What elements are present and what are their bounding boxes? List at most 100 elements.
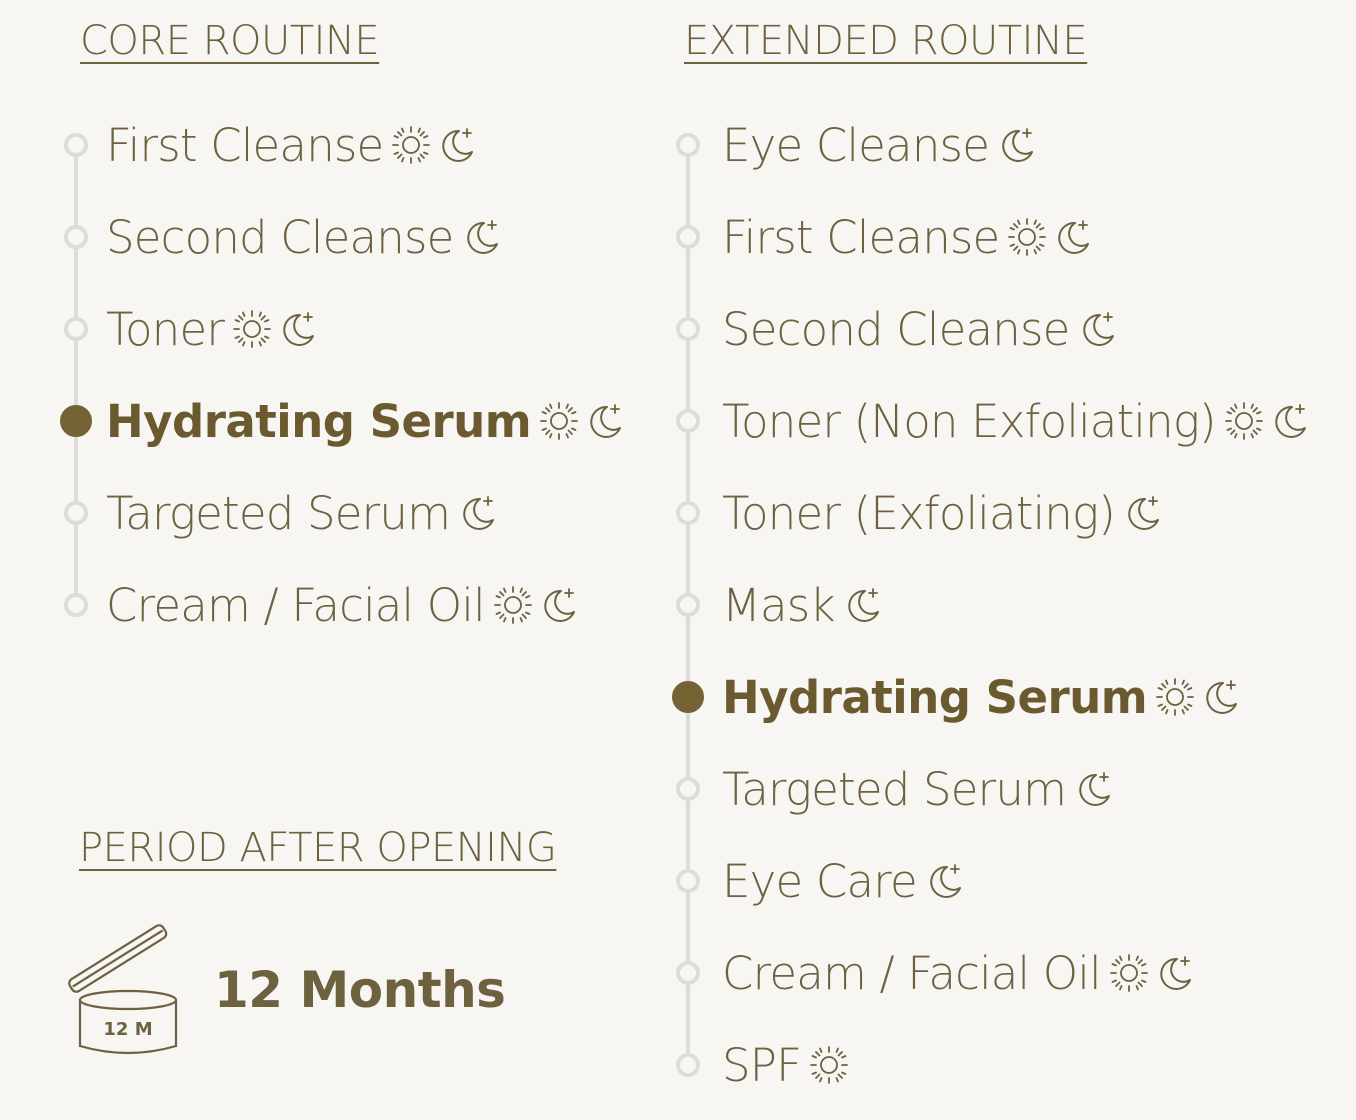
moon-icon xyxy=(278,309,318,349)
step-marker-active xyxy=(60,405,92,437)
core-step[interactable]: Hydrating Serum xyxy=(60,391,625,451)
core-step[interactable]: Second Cleanse xyxy=(60,207,502,267)
step-marker xyxy=(676,133,700,157)
time-of-day-icons xyxy=(809,1045,849,1085)
step-label: Mask xyxy=(722,578,836,632)
moon-icon xyxy=(437,125,477,165)
step-marker xyxy=(676,961,700,985)
time-of-day-icons xyxy=(458,493,498,533)
step-label: Targeted Serum xyxy=(106,486,451,540)
core-step[interactable]: Targeted Serum xyxy=(60,483,498,543)
extended-routine-title: EXTENDED ROUTINE xyxy=(684,18,1088,64)
step-label: Second Cleanse xyxy=(722,302,1070,356)
time-of-day-icons xyxy=(843,585,883,625)
step-label: Eye Cleanse xyxy=(722,118,990,172)
extended-step[interactable]: SPF xyxy=(672,1035,849,1095)
extended-step[interactable]: Targeted Serum xyxy=(672,759,1114,819)
core-routine-rail xyxy=(74,145,78,605)
step-marker xyxy=(64,593,88,617)
step-marker xyxy=(64,501,88,525)
time-of-day-icons xyxy=(1224,401,1310,441)
step-marker xyxy=(676,317,700,341)
step-label: Hydrating Serum xyxy=(722,670,1148,724)
time-of-day-icons xyxy=(1155,677,1241,717)
time-of-day-icons xyxy=(925,861,965,901)
step-label: First Cleanse xyxy=(106,118,384,172)
step-marker xyxy=(64,225,88,249)
step-label: Toner xyxy=(106,302,225,356)
time-of-day-icons xyxy=(462,217,502,257)
moon-icon xyxy=(925,861,965,901)
open-jar-icon: 12 M xyxy=(66,920,186,1060)
extended-step[interactable]: Eye Cleanse xyxy=(672,115,1037,175)
step-marker xyxy=(64,317,88,341)
extended-step[interactable]: Toner (Non Exfoliating) xyxy=(672,391,1310,451)
step-label: Cream / Facial Oil xyxy=(106,578,486,632)
extended-step[interactable]: Second Cleanse xyxy=(672,299,1118,359)
sun-icon xyxy=(232,309,272,349)
step-marker xyxy=(676,593,700,617)
time-of-day-icons xyxy=(997,125,1037,165)
moon-icon xyxy=(1053,217,1093,257)
core-step[interactable]: First Cleanse xyxy=(60,115,477,175)
sun-icon xyxy=(391,125,431,165)
step-label: Toner (Non Exfoliating) xyxy=(722,394,1217,448)
time-of-day-icons xyxy=(493,585,579,625)
time-of-day-icons xyxy=(1074,769,1114,809)
moon-icon xyxy=(1078,309,1118,349)
extended-step[interactable]: Eye Care xyxy=(672,851,965,911)
extended-step[interactable]: First Cleanse xyxy=(672,207,1093,267)
extended-step[interactable]: Hydrating Serum xyxy=(672,667,1241,727)
moon-icon xyxy=(1155,953,1195,993)
step-label: Eye Care xyxy=(722,854,918,908)
moon-icon xyxy=(1123,493,1163,533)
moon-icon xyxy=(458,493,498,533)
moon-icon xyxy=(997,125,1037,165)
step-marker xyxy=(676,777,700,801)
sun-icon xyxy=(539,401,579,441)
time-of-day-icons xyxy=(539,401,625,441)
step-marker xyxy=(676,225,700,249)
step-label: First Cleanse xyxy=(722,210,1000,264)
step-marker xyxy=(64,133,88,157)
time-of-day-icons xyxy=(1123,493,1163,533)
extended-step[interactable]: Cream / Facial Oil xyxy=(672,943,1195,1003)
step-marker xyxy=(676,409,700,433)
step-marker xyxy=(676,501,700,525)
period-after-opening-title: PERIOD AFTER OPENING xyxy=(79,825,557,871)
step-label: Second Cleanse xyxy=(106,210,454,264)
sun-icon xyxy=(493,585,533,625)
moon-icon xyxy=(1074,769,1114,809)
step-marker xyxy=(676,1053,700,1077)
core-routine-title: CORE ROUTINE xyxy=(80,18,380,64)
step-label: Targeted Serum xyxy=(722,762,1067,816)
moon-icon xyxy=(1270,401,1310,441)
period-after-opening-value: 12 Months xyxy=(214,961,506,1019)
moon-icon xyxy=(843,585,883,625)
sun-icon xyxy=(1109,953,1149,993)
step-label: Cream / Facial Oil xyxy=(722,946,1102,1000)
time-of-day-icons xyxy=(1007,217,1093,257)
extended-step[interactable]: Mask xyxy=(672,575,883,635)
extended-step[interactable]: Toner (Exfoliating) xyxy=(672,483,1163,543)
time-of-day-icons xyxy=(1109,953,1195,993)
time-of-day-icons xyxy=(232,309,318,349)
sun-icon xyxy=(1007,217,1047,257)
moon-icon xyxy=(585,401,625,441)
core-step[interactable]: Cream / Facial Oil xyxy=(60,575,579,635)
step-label: Hydrating Serum xyxy=(106,394,532,448)
step-label: SPF xyxy=(722,1038,802,1092)
sun-icon xyxy=(809,1045,849,1085)
jar-label: 12 M xyxy=(103,1019,152,1040)
period-after-opening: 12 M 12 Months xyxy=(66,920,506,1060)
step-label: Toner (Exfoliating) xyxy=(722,486,1116,540)
time-of-day-icons xyxy=(391,125,477,165)
moon-icon xyxy=(1201,677,1241,717)
time-of-day-icons xyxy=(1078,309,1118,349)
sun-icon xyxy=(1155,677,1195,717)
moon-icon xyxy=(462,217,502,257)
sun-icon xyxy=(1224,401,1264,441)
core-step[interactable]: Toner xyxy=(60,299,318,359)
